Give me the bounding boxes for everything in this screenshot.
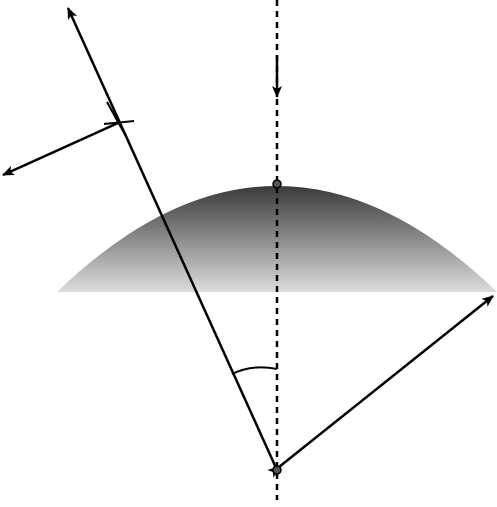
angle-arc xyxy=(231,366,278,375)
top-point xyxy=(272,179,282,189)
tick-mark-cross xyxy=(103,101,135,143)
dome-segment xyxy=(57,186,497,292)
perpendicular-arrow xyxy=(2,121,119,177)
bottom-point xyxy=(272,465,282,475)
tilted-line-with-arrow xyxy=(66,7,279,471)
diagonal-double-arrow xyxy=(267,295,494,478)
